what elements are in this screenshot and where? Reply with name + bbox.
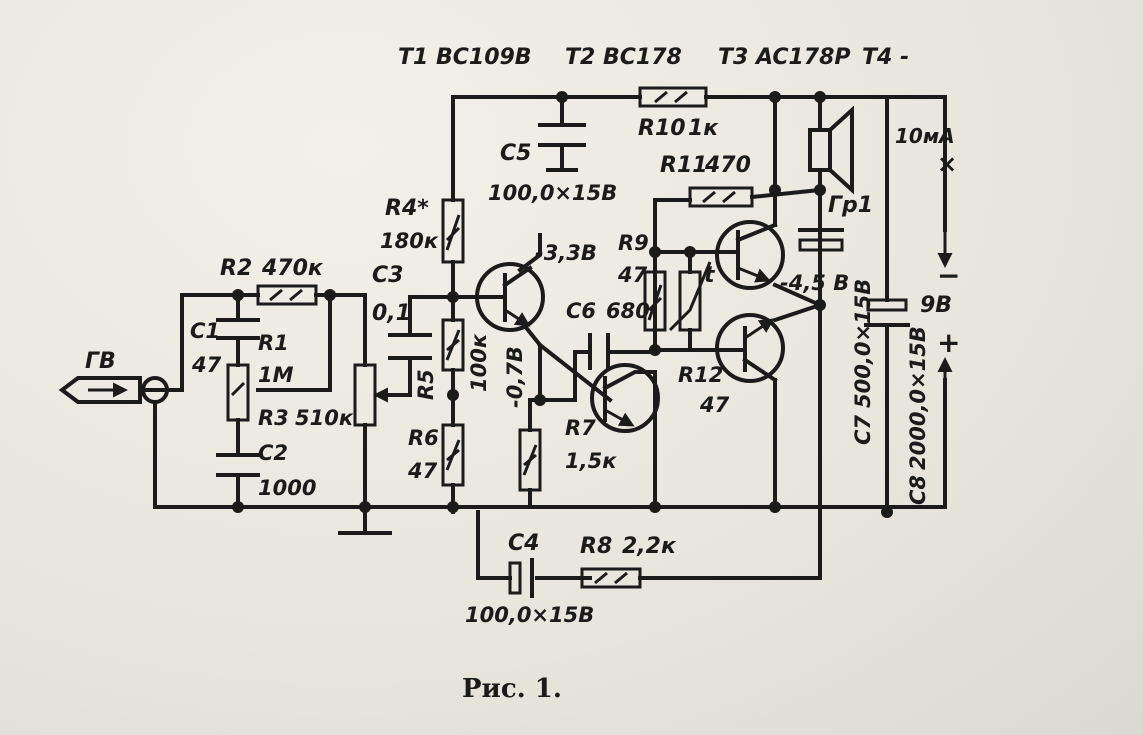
resistor-r10 [638,86,708,108]
label-r4-value: 180к [380,229,439,253]
label-t1-emitter-voltage: -0,7В [503,346,527,408]
label-c6-value: 680 [606,299,650,323]
label-c4-value: 100,0×15В [465,603,594,627]
label-supply: 9В [920,293,952,318]
label-r4-name: R4* [385,196,429,221]
label-r7-value: 1,5к [565,449,617,473]
label-r11-value: 470 [704,153,751,178]
label-pickup: ГВ [85,349,116,374]
label-r6-name: R6 [408,426,439,450]
capacitor-c7 [864,298,910,327]
resistor-r8 [580,567,642,589]
label-c1-value: 47 [191,353,222,377]
label-c2-name: C2 [258,441,288,465]
label-c2-value: 1000 [258,476,316,500]
label-r10-value: 1к [688,116,719,141]
label-r5-value: 100к [467,333,491,392]
label-c3-name: C3 [372,263,403,288]
label-r1-name: R1 [258,331,289,355]
wires [153,95,947,580]
label-supply-plus: + [937,326,960,359]
thermistor-r12 [668,261,712,332]
label-c1-name: C1 [190,319,220,343]
capacitor-c8 [798,228,844,252]
speaker-gr1 [808,105,854,195]
label-r9-value: 47 [617,263,648,287]
label-t4: T4 - [862,45,909,70]
label-c6-name: C6 [566,299,596,323]
label-c5-value: 100,0×15В [488,181,617,205]
label-speaker: Гр1 [828,193,873,218]
label-t1: T1 BC109B [398,45,532,70]
label-r3-name: R3 [258,406,289,430]
label-supply-minus: − [937,259,960,292]
label-r8-value: 2,2к [622,534,677,559]
label-c7-value: 500,0×15В [851,279,875,408]
label-c8-name: C8 [906,475,930,505]
figure-caption: Рис. 1. [462,674,562,704]
label-c3-value: 0,1 [372,301,411,326]
label-r2-value: 470к [261,256,324,281]
label-r5-name: R5 [414,369,438,400]
label-c8-value: 2000,0×15В [906,326,930,470]
resistor-r7 [518,428,542,492]
transistor-t1 [475,262,545,332]
resistor-r4 [441,198,465,264]
label-t2: T2 BC178 [565,45,682,70]
resistor-r5 [441,318,465,372]
transistor-t2 [590,363,660,433]
capacitor-c3 [388,333,432,360]
label-r6-value: 47 [407,459,438,483]
capacitor-c5 [538,123,586,172]
label-r8-name: R8 [580,534,612,559]
labels: T1 BC109B T2 BC178 T3 AC178P T4 - C5 100… [85,45,960,704]
label-c7-name: C7 [851,415,875,445]
label-current: 10мА [895,124,955,148]
label-t1-collector-voltage: -3,3В [535,241,597,265]
resistor-r11 [688,186,754,208]
resistor-r3-potentiometer [353,363,388,427]
label-r9-name: R9 [618,231,649,255]
label-r3-value: 510к [295,406,354,430]
pickup-input [58,376,169,404]
label-t3: T3 AC178P [718,45,851,70]
resistor-r9 [643,270,667,332]
label-thermistor: t [704,263,716,288]
cross-mark: × [937,150,957,178]
resistor-r6 [441,423,465,487]
transistor-t3 [715,220,785,290]
label-r7-name: R7 [565,416,596,440]
label-r10-name: R10 [638,116,686,141]
resistor-r1 [226,363,250,422]
label-r2-name: R2 [220,256,252,281]
capacitor-c1 [216,318,260,340]
capacitor-c4 [508,558,534,598]
label-c5-name: C5 [500,141,531,166]
resistor-r2 [256,284,318,306]
label-r12-name: R12 [678,363,723,387]
transistor-t4 [715,313,785,383]
label-r12-value: 47 [699,393,730,417]
label-r1-value: 1M [258,363,294,387]
capacitor-c2 [216,453,260,477]
label-c4-name: C4 [508,531,539,556]
label-output-voltage: -4,5 В [780,271,849,295]
capacitor-c6 [588,333,610,370]
label-r11-name: R11 [660,153,708,178]
junction-dots [232,91,893,518]
